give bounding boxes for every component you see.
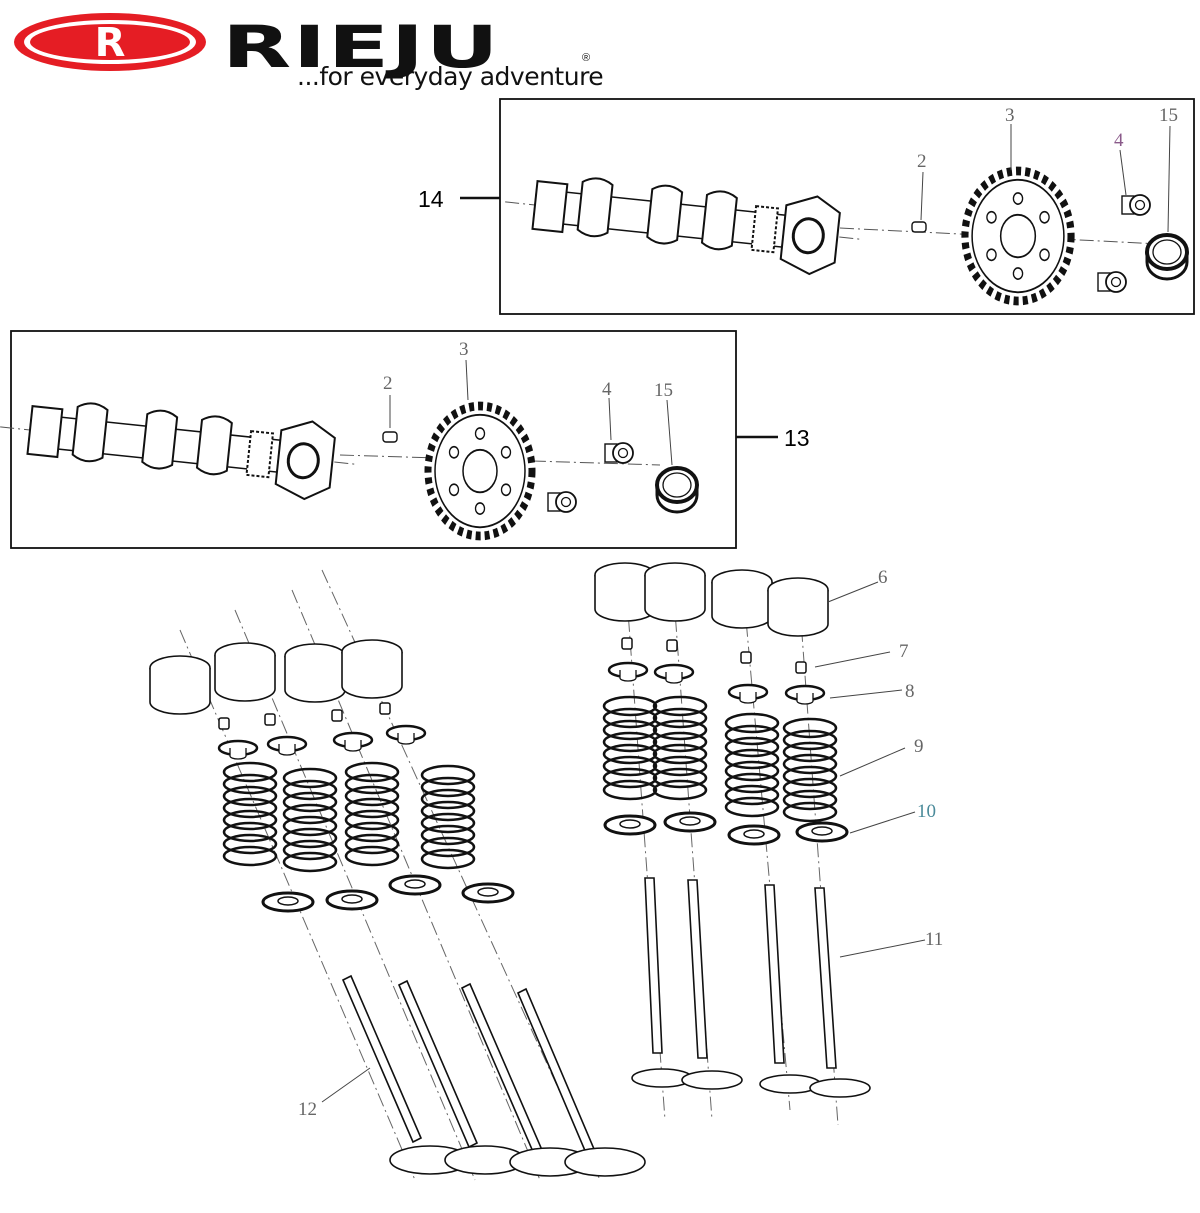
callout-sprocket-top: 3 [1005,105,1015,126]
brand-name: RIEJU [222,13,501,81]
callout-exhaust-valve: 11 [925,929,944,950]
oil-seal-14 [1145,233,1189,281]
exhaust-valve-train [594,562,871,1126]
sprocket-bolt-13a [604,442,634,464]
callout-valve-cotter: 7 [899,641,909,662]
rieju-logo-icon: R [14,13,206,71]
dowel-pin-13 [382,431,398,443]
callout-seal-mid: 15 [654,380,673,401]
callout-dowel-pin-top: 2 [917,151,927,172]
callout-spring-retainer: 8 [905,681,915,702]
sprocket-bolt-14b [1097,271,1127,293]
camshaft-14 [499,162,869,281]
registered-mark: ® [582,52,591,64]
callout-bucket-tappet: 6 [878,567,888,588]
dowel-pin-14 [911,221,927,233]
cam-sprocket-14 [965,171,1071,301]
assembly-box-14 [499,98,1195,315]
callout-leaders [321,581,926,1103]
cam-sprocket-13 [428,406,532,536]
callout-sprocket-mid: 3 [459,339,469,360]
logo-mark: R [95,20,126,66]
sprocket-bolt-13b [547,491,577,513]
camshaft-13 [0,387,364,506]
assembly-box-13 [10,330,737,549]
brand-tagline: ...for everyday adventure [297,62,604,91]
callout-assembly-13: 13 [784,425,810,451]
oil-seal-13 [655,466,699,514]
callout-bolt-mid: 4 [602,379,612,400]
intake-valve-train [149,569,646,1181]
callout-assembly-14: 14 [418,186,444,212]
callout-bolt-top: 4 [1114,130,1124,151]
callout-spring-seat: 10 [917,801,936,822]
callout-intake-valve: 12 [298,1099,317,1120]
sprocket-bolt-14a [1121,194,1151,216]
callout-seal-top: 15 [1159,105,1178,126]
callout-valve-spring: 9 [914,736,924,757]
callout-dowel-pin-mid: 2 [383,373,393,394]
